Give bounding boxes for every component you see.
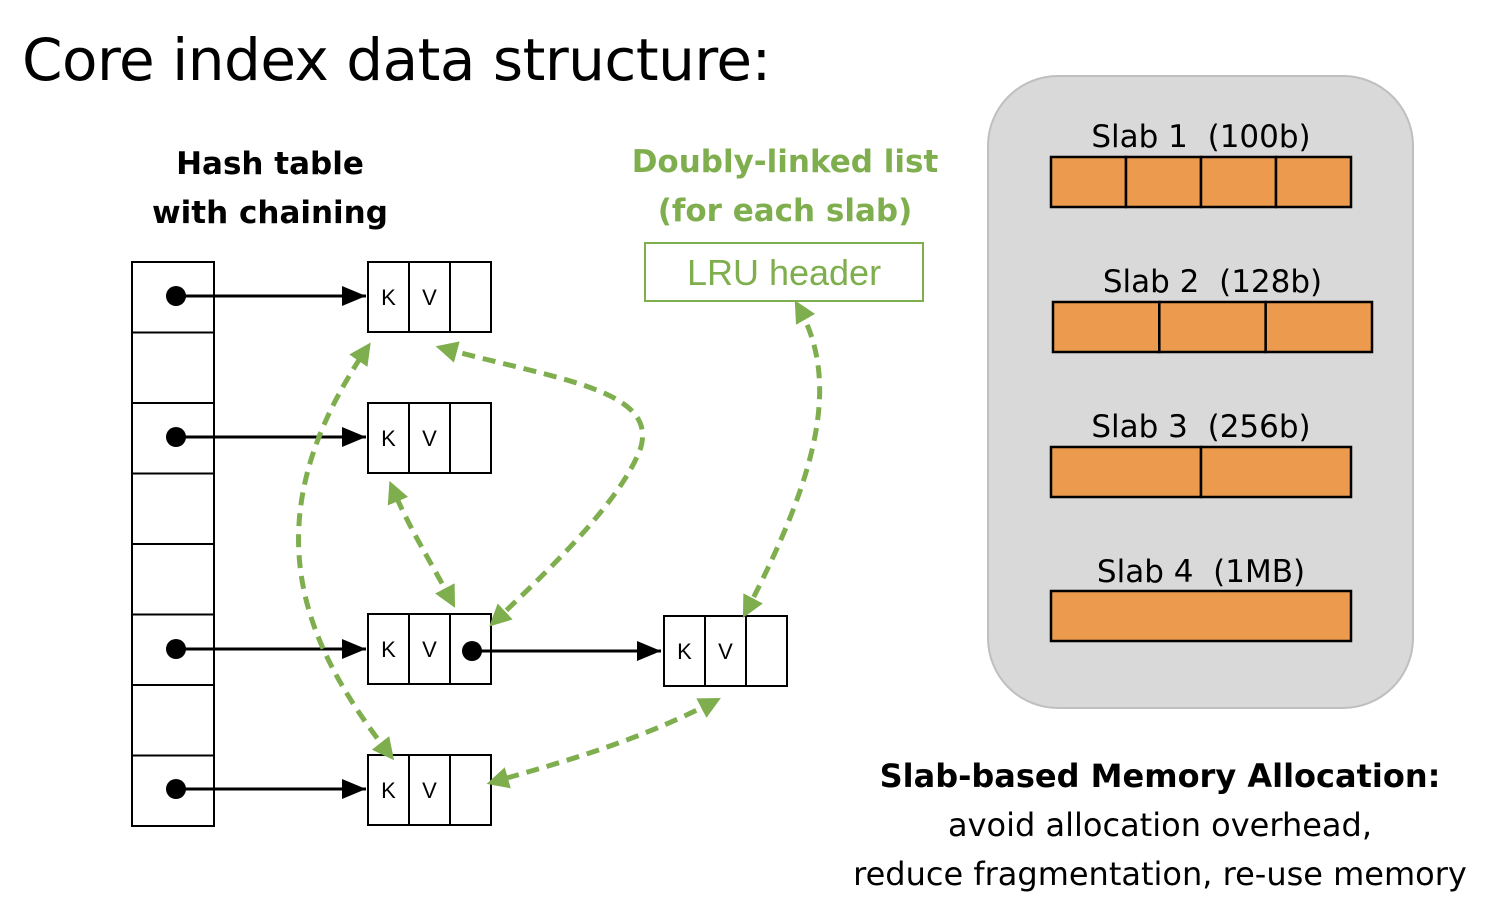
slab-chunk [1049, 155, 1128, 209]
value-label: V [422, 426, 437, 451]
value-label: V [422, 778, 437, 803]
linked-list-heading-line2: (for each slab) [657, 193, 913, 229]
lru-link-node5-to-node4 [486, 697, 721, 789]
linked-list-heading-line1: Doubly-linked list [631, 144, 939, 180]
hash-table-heading: Hash table with chaining [120, 140, 420, 238]
slab: Slab 4 (1MB) [1049, 554, 1353, 643]
next-pointer-cell [449, 754, 492, 826]
slab: Slab 1 (100b) [1049, 119, 1353, 209]
hash-table-heading-line2: with chaining [152, 195, 388, 231]
next-pointer-cell [745, 615, 788, 687]
next-pointer-cell [449, 261, 492, 333]
slab-chunk [1049, 445, 1203, 499]
slab-caption-title: Slab-based Memory Allocation: [879, 757, 1441, 795]
hash-table-heading-line1: Hash table [176, 146, 364, 182]
slab-label: Slab 1 (100b) [1091, 119, 1310, 155]
slab: Slab 3 (256b) [1049, 409, 1353, 499]
lru-header-box [644, 242, 924, 302]
next-pointer-cell [449, 402, 492, 474]
slab-chunk [1049, 589, 1353, 643]
slab-chunk [1051, 300, 1161, 354]
lru-link-node1-to-node3 [435, 341, 645, 627]
hash-bucket [131, 684, 215, 757]
slab-panel: Slab 1 (100b) Slab 2 (128b) Slab 3 (256b) S… [987, 75, 1414, 709]
slab-label: Slab 3 (256b) [1091, 409, 1310, 445]
lru-link-node4-to-node1 [296, 342, 395, 761]
slab-list: Slab 1 (100b) Slab 2 (128b) Slab 3 (256b) S… [1049, 119, 1374, 643]
key-label: K [381, 285, 396, 310]
hash-table [131, 261, 215, 827]
page-title: Core index data structure: [22, 26, 771, 94]
slab-label: Slab 4 (1MB) [1097, 554, 1305, 590]
slab-caption-line3: reduce fragmentation, re-use memory [853, 855, 1467, 893]
slab-chunk [1124, 155, 1203, 209]
key-label: K [677, 639, 692, 664]
lru-header: LRU header [644, 242, 924, 302]
key-label: K [381, 426, 396, 451]
slab-chunk [1199, 155, 1278, 209]
value-label: V [718, 639, 733, 664]
slab-label: Slab 2 (128b) [1103, 264, 1322, 300]
hash-bucket [131, 472, 215, 545]
bucket-pointers [166, 286, 661, 799]
slab-chunk [1158, 300, 1267, 354]
lru-links [296, 300, 823, 789]
slab-chunk [1199, 445, 1353, 499]
linked-list-heading: Doubly-linked list (for each slab) [605, 138, 965, 236]
value-label: V [422, 637, 437, 662]
lru-header-label: LRU header [687, 252, 881, 293]
slab-caption-line2: avoid allocation overhead, [948, 806, 1372, 844]
key-label: K [381, 637, 396, 662]
value-label: V [422, 285, 437, 310]
slab-chunk [1274, 155, 1353, 209]
hash-bucket [131, 543, 215, 616]
slab-caption: Slab-based Memory Allocation: avoid allo… [830, 752, 1486, 899]
slab: Slab 2 (128b) [1051, 264, 1374, 354]
hash-bucket [131, 331, 215, 404]
slab-panel-background [987, 75, 1414, 709]
key-label: K [381, 778, 396, 803]
lru-link-node3-to-node2 [387, 480, 456, 608]
lru-link-header-to-node5 [742, 300, 823, 618]
slab-chunk [1264, 300, 1374, 354]
